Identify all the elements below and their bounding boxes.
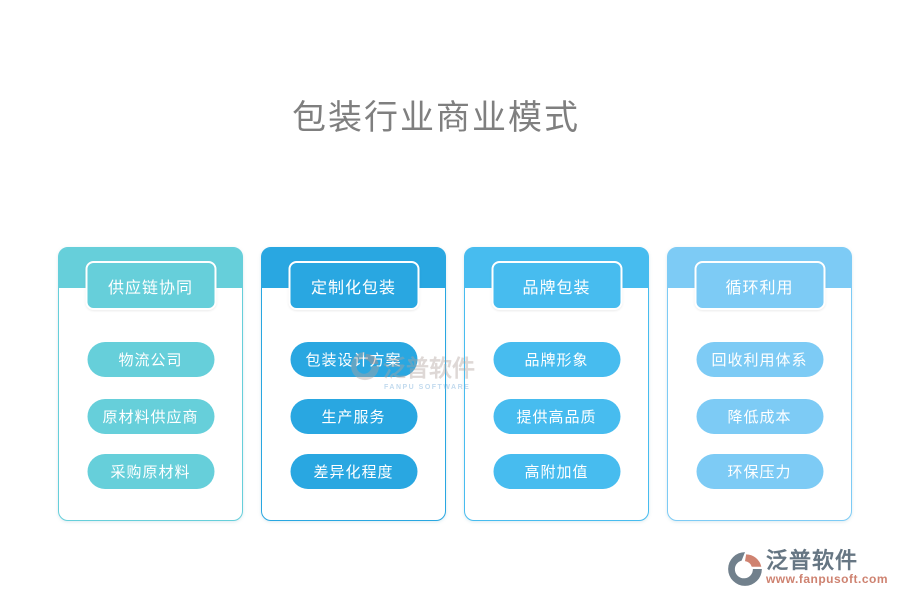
footer-brand-name: 泛普软件 — [765, 548, 858, 573]
columns-row: 供应链协同 物流公司 原材料供应商 采购原材料 定制化包装 包装设计方案 生产服… — [58, 247, 852, 521]
list-item: 环保压力 — [696, 454, 823, 489]
column-custom-packaging: 定制化包装 包装设计方案 生产服务 差异化程度 — [261, 247, 446, 521]
list-item: 包装设计方案 — [290, 342, 417, 377]
list-item: 提供高品质 — [493, 399, 620, 434]
fanpu-logo-icon — [728, 552, 762, 586]
list-item: 高附加值 — [493, 454, 620, 489]
list-item: 品牌形象 — [493, 342, 620, 377]
list-item: 降低成本 — [696, 399, 823, 434]
column-brand-packaging: 品牌包装 品牌形象 提供高品质 高附加值 — [464, 247, 649, 521]
list-item: 生产服务 — [290, 399, 417, 434]
column-header: 循环利用 — [694, 261, 825, 310]
column-header: 品牌包装 — [491, 261, 622, 310]
footer-website: www.fanpusoft.com — [765, 572, 888, 586]
list-item: 物流公司 — [87, 342, 214, 377]
list-item: 采购原材料 — [87, 454, 214, 489]
column-header: 定制化包装 — [288, 261, 419, 310]
list-item: 原材料供应商 — [87, 399, 214, 434]
list-item: 回收利用体系 — [696, 342, 823, 377]
page-title: 包装行业商业模式 — [292, 100, 580, 137]
column-header: 供应链协同 — [85, 261, 216, 310]
column-supply-chain: 供应链协同 物流公司 原材料供应商 采购原材料 — [58, 247, 243, 521]
column-recycling: 循环利用 回收利用体系 降低成本 环保压力 — [667, 247, 852, 521]
list-item: 差异化程度 — [290, 454, 417, 489]
footer-brand-logo: 泛普软件 www.fanpusoft.com — [727, 549, 888, 587]
